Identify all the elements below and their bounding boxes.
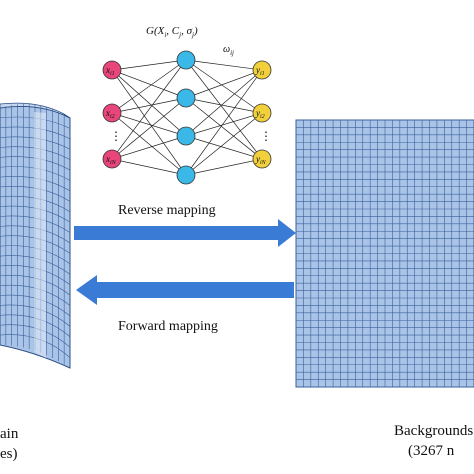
network-edge xyxy=(185,69,263,176)
network-edge xyxy=(185,69,263,137)
reverse-mapping-label: Reverse mapping xyxy=(118,203,216,218)
output-ellipsis: ⋮ xyxy=(260,129,272,143)
network-edge xyxy=(185,69,263,99)
right-caption-line1: Backgrounds xyxy=(394,423,473,439)
right-caption-line2: (3267 n xyxy=(408,443,455,459)
output-node xyxy=(252,149,272,169)
network-nodes: xi1 xi2 ⋮ xiN yi1 yi2 ⋮ yiN xyxy=(102,50,272,185)
network-edge xyxy=(111,69,187,176)
forward-mapping-arrow xyxy=(76,275,294,305)
output-node xyxy=(252,103,272,123)
network-edge xyxy=(185,112,263,176)
reverse-mapping-arrow xyxy=(74,219,296,247)
output-node-label: yi1 xyxy=(255,65,265,77)
network-edge xyxy=(185,59,263,160)
hidden-node xyxy=(176,50,196,70)
hidden-node xyxy=(176,165,196,185)
network-edge xyxy=(111,135,187,160)
network-edge xyxy=(111,69,187,137)
weight-label: ωij xyxy=(223,44,234,57)
input-node xyxy=(102,103,122,123)
input-node xyxy=(102,60,122,80)
network-edge xyxy=(185,112,263,137)
input-node-label: xi2 xyxy=(105,108,115,120)
input-node-label: xiN xyxy=(105,154,117,166)
network-edge xyxy=(185,97,263,114)
input-ellipsis: ⋮ xyxy=(110,129,122,143)
left-caption-line2: es) xyxy=(0,446,18,462)
output-node-label: yiN xyxy=(255,154,267,166)
network-edge xyxy=(185,59,263,114)
network-connections xyxy=(111,59,263,176)
network-edge xyxy=(185,135,263,160)
output-node xyxy=(252,60,272,80)
network-edge xyxy=(111,59,187,160)
output-node-label: yi2 xyxy=(255,108,265,120)
left-caption-line1: ain xyxy=(0,426,19,442)
network-edge xyxy=(111,112,187,176)
network-edge xyxy=(185,97,263,160)
network-edge xyxy=(111,69,187,99)
hidden-node xyxy=(176,126,196,146)
gaussian-formula: G(Xi, Cj, σj) xyxy=(146,25,198,39)
physical-domain-mesh xyxy=(0,102,71,369)
network-edge xyxy=(111,112,187,137)
hidden-node xyxy=(176,88,196,108)
forward-mapping-label: Forward mapping xyxy=(118,319,218,334)
network-edge xyxy=(111,59,187,71)
network-edge xyxy=(111,158,187,176)
input-node xyxy=(102,149,122,169)
rbf-neural-network: xi1 xi2 ⋮ xiN yi1 yi2 ⋮ yiN xyxy=(102,50,272,185)
input-node-label: xi1 xyxy=(105,65,115,77)
network-edge xyxy=(185,158,263,176)
network-edge xyxy=(111,97,187,114)
mesh-highlight xyxy=(34,112,46,358)
background-mesh xyxy=(295,119,474,388)
network-edge xyxy=(111,59,187,114)
network-edge xyxy=(111,97,187,160)
network-edge xyxy=(185,59,263,71)
